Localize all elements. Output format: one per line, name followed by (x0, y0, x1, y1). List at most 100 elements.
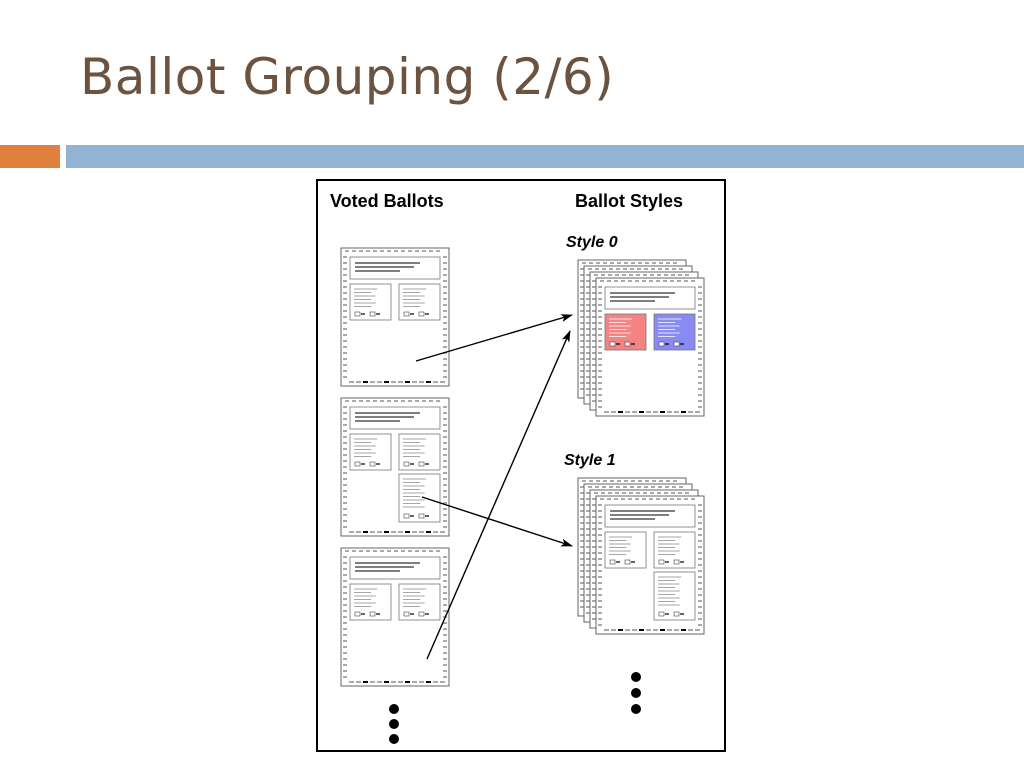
timing-mark (366, 400, 370, 402)
ballot-header-box (349, 406, 441, 430)
timing-mark (443, 556, 447, 558)
timing-mark (637, 486, 641, 488)
timing-mark (670, 498, 674, 500)
timing-mark (635, 280, 639, 282)
timing-mark (607, 280, 611, 282)
timing-mark (443, 460, 447, 462)
vote-oval (403, 311, 410, 317)
timing-mark (695, 411, 700, 413)
timing-mark (674, 411, 679, 413)
timing-mark (345, 550, 349, 552)
timing-mark (628, 498, 632, 500)
timing-mark (443, 664, 447, 666)
timing-mark (698, 612, 702, 614)
timing-mark (580, 576, 584, 578)
timing-mark (666, 480, 670, 482)
timing-mark (580, 498, 584, 500)
timing-mark (426, 681, 431, 683)
timing-mark (592, 376, 596, 378)
timing-mark (630, 486, 634, 488)
timing-mark (343, 634, 347, 636)
timing-mark (610, 480, 614, 482)
timing-mark (608, 492, 612, 494)
timing-mark (592, 558, 596, 560)
timing-mark (592, 298, 596, 300)
timing-mark (398, 681, 403, 683)
ballot-sheet (340, 247, 450, 387)
timing-mark (343, 460, 347, 462)
timing-mark (611, 629, 616, 631)
timing-mark (363, 381, 368, 383)
timing-mark (343, 652, 347, 654)
timing-mark (616, 486, 620, 488)
timing-mark (443, 628, 447, 630)
timing-mark (698, 376, 702, 378)
timing-mark (610, 262, 614, 264)
timing-mark (443, 604, 447, 606)
timing-mark (443, 316, 447, 318)
timing-mark (598, 352, 602, 354)
timing-mark (429, 550, 433, 552)
timing-mark (443, 334, 447, 336)
timing-mark (415, 400, 419, 402)
timing-mark (343, 304, 347, 306)
timing-mark (592, 594, 596, 596)
diagram-canvas (340, 247, 705, 744)
timing-mark (592, 522, 596, 524)
timing-mark (343, 646, 347, 648)
timing-mark (440, 531, 445, 533)
timing-mark (405, 531, 410, 533)
timing-mark (443, 328, 447, 330)
timing-mark (349, 531, 354, 533)
timing-mark (698, 624, 702, 626)
timing-mark (422, 550, 426, 552)
timing-mark (598, 552, 602, 554)
timing-mark (343, 430, 347, 432)
timing-mark (592, 582, 596, 584)
timing-mark (592, 310, 596, 312)
timing-mark (343, 604, 347, 606)
timing-mark (598, 504, 602, 506)
timing-mark (343, 562, 347, 564)
timing-mark (443, 256, 447, 258)
timing-mark (443, 568, 447, 570)
timing-mark (349, 681, 354, 683)
timing-mark (598, 564, 602, 566)
timing-mark (635, 498, 639, 500)
timing-mark (681, 629, 686, 631)
timing-mark (586, 298, 590, 300)
timing-mark (580, 382, 584, 384)
timing-mark (580, 582, 584, 584)
timing-mark (586, 564, 590, 566)
timing-mark (443, 580, 447, 582)
ellipsis-dot (631, 688, 641, 698)
timing-mark (698, 588, 702, 590)
timing-mark (580, 486, 584, 488)
timing-mark (698, 340, 702, 342)
timing-mark (586, 394, 590, 396)
timing-mark (586, 582, 590, 584)
timing-mark (394, 400, 398, 402)
timing-mark (343, 592, 347, 594)
timing-mark (343, 334, 347, 336)
timing-mark (586, 594, 590, 596)
timing-mark (412, 531, 417, 533)
timing-mark (443, 448, 447, 450)
timing-mark (586, 370, 590, 372)
timing-mark (624, 480, 628, 482)
timing-mark (698, 606, 702, 608)
timing-mark (343, 472, 347, 474)
vote-oval (369, 611, 376, 617)
vote-oval (369, 461, 376, 467)
timing-mark (698, 316, 702, 318)
timing-mark (343, 622, 347, 624)
timing-mark (343, 412, 347, 414)
title-accent-bar (0, 145, 60, 168)
timing-mark (598, 388, 602, 390)
timing-mark (401, 250, 405, 252)
timing-mark (614, 280, 618, 282)
timing-mark (698, 322, 702, 324)
timing-mark (343, 346, 347, 348)
timing-mark (660, 629, 665, 631)
timing-mark (419, 681, 424, 683)
